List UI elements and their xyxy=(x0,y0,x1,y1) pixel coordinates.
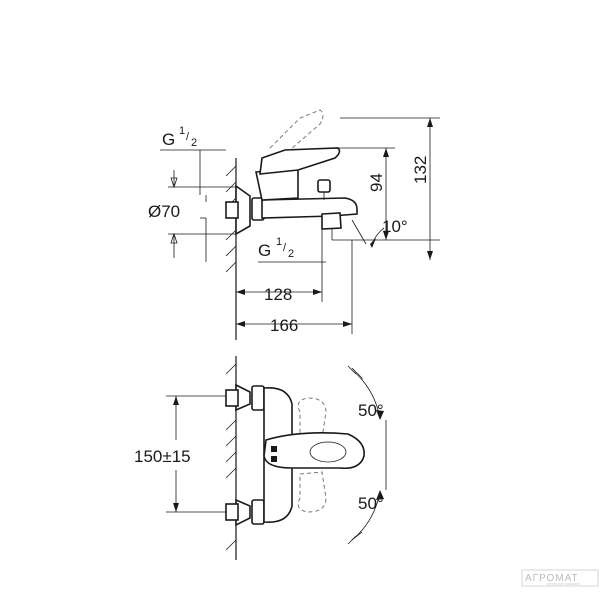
spout-outlet xyxy=(321,212,342,230)
watermark-brand: АГРОМАТ xyxy=(525,573,579,584)
thread-top-label: G xyxy=(162,130,175,149)
lever-raised-ghost xyxy=(269,109,324,151)
diameter-label: Ø70 xyxy=(148,202,180,221)
lever-inner xyxy=(309,441,347,463)
lever-handle-side xyxy=(259,147,341,175)
wall-hatching-front xyxy=(225,363,237,551)
nut-bottom-front xyxy=(251,499,265,525)
depth-outlet-label: 128 xyxy=(264,285,292,304)
side-view: G 1 / 2 Ø70 G 1 / 2 132 94 xyxy=(148,109,440,340)
thread-bottom-slash: / xyxy=(283,242,287,254)
nut-top-front xyxy=(251,385,265,411)
wall-hatching-side xyxy=(225,165,237,273)
diverter-knob xyxy=(317,179,331,193)
indicator-blue xyxy=(271,446,277,452)
mixer-body-side xyxy=(261,197,358,219)
front-view: 50° 50° 150±15 xyxy=(134,356,387,560)
indicator-red xyxy=(271,456,277,462)
spacing-label: 150±15 xyxy=(134,447,191,466)
thread-bottom-numerator: 1 xyxy=(276,236,282,248)
thread-bottom-label: G xyxy=(258,241,271,260)
watermark-tagline: интернет-магазин xyxy=(547,581,580,586)
thread-bottom-denominator: 2 xyxy=(288,248,294,260)
height-total-label: 132 xyxy=(411,156,430,184)
angle-label: 10° xyxy=(382,217,408,236)
height-outlet-label: 94 xyxy=(367,173,386,192)
angle-top-label: 50° xyxy=(358,401,384,420)
lever-ghost-top xyxy=(297,397,327,439)
depth-total-label: 166 xyxy=(270,316,298,335)
thread-top-numerator: 1 xyxy=(179,125,185,137)
lever-ghost-bottom xyxy=(297,471,327,513)
lever-front xyxy=(263,432,365,470)
wall-connector xyxy=(225,201,239,219)
thread-top-denominator: 2 xyxy=(191,137,197,149)
angle-bottom-label: 50° xyxy=(358,494,384,513)
thread-top-slash: / xyxy=(186,131,190,143)
watermark: АГРОМАТ интернет-магазин xyxy=(521,569,599,587)
